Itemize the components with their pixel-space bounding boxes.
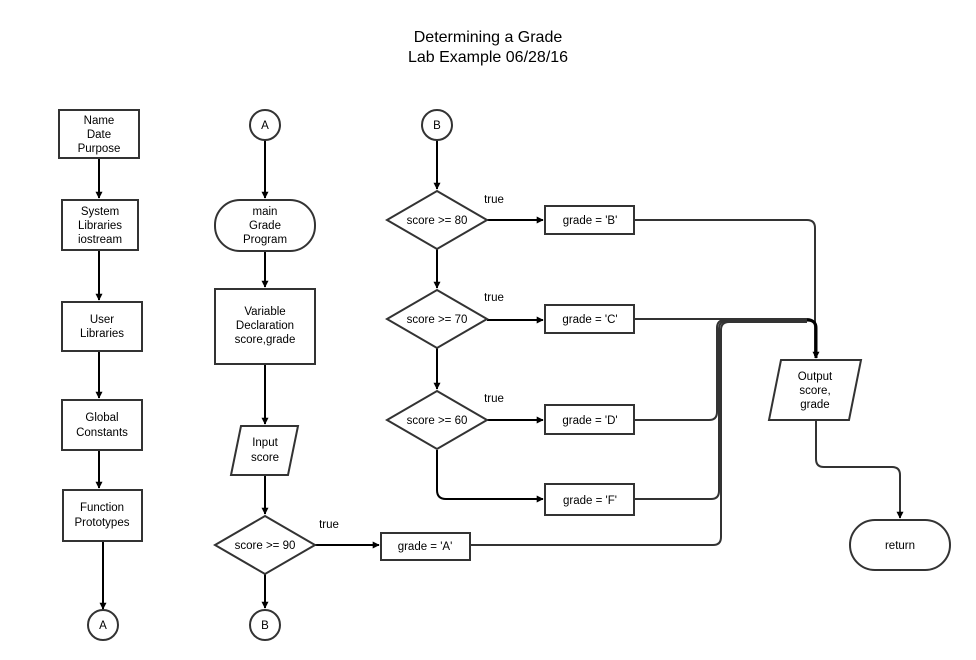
decision-score-90: score >= 90	[213, 514, 317, 576]
edge-grade-f-to-output	[634, 320, 807, 500]
node-name-date-purpose-line-1: Name	[84, 115, 115, 127]
node-system-libraries-line-2: Libraries	[78, 220, 122, 232]
node-system-libraries-line-1: System	[81, 206, 119, 218]
node-main-program-line-1: main	[253, 206, 278, 218]
node-variable-declaration-line-3: score,grade	[235, 334, 296, 346]
node-output-line-3: grade	[800, 399, 829, 411]
node-variable-declaration: Variable Declaration score,grade	[214, 288, 316, 365]
connector-a-top-label: A	[261, 120, 269, 132]
node-grade-c-label: grade = 'C'	[562, 314, 617, 326]
node-name-date-purpose-line-2: Date	[87, 129, 111, 141]
node-main-program-line-2: Grade	[249, 220, 281, 232]
edge-merge-to-output	[806, 318, 820, 359]
node-function-prototypes: Function Prototypes	[62, 489, 143, 542]
node-system-libraries-line-3: iostream	[78, 234, 122, 246]
node-user-libraries: User Libraries	[61, 301, 143, 352]
node-user-libraries-line-1: User	[90, 314, 114, 326]
node-grade-f: grade = 'F'	[544, 483, 635, 516]
true-label-80: true	[484, 194, 504, 206]
node-grade-a-label: grade = 'A'	[398, 541, 453, 553]
decision-score-90-label: score >= 90	[235, 540, 296, 552]
edge-grade-b-to-output	[634, 219, 816, 356]
edge-grade-c-to-output	[634, 318, 816, 356]
decision-score-60: score >= 60	[385, 389, 489, 451]
decision-score-80-label: score >= 80	[407, 215, 468, 227]
node-name-date-purpose: Name Date Purpose	[58, 109, 140, 159]
node-grade-b: grade = 'B'	[544, 205, 635, 235]
node-grade-b-label: grade = 'B'	[563, 215, 618, 227]
node-grade-d-label: grade = 'D'	[562, 415, 617, 427]
node-input-score: Input score	[229, 425, 300, 476]
true-label-60: true	[484, 393, 504, 405]
diagram-title: Determining a Grade	[413, 29, 563, 46]
node-input-score-line-2: score	[251, 452, 279, 464]
node-output: Output score, grade	[767, 359, 863, 421]
node-global-constants-line-2: Constants	[76, 427, 128, 439]
node-return: return	[849, 519, 951, 571]
node-function-prototypes-line-1: Function	[80, 502, 124, 514]
decision-score-60-label: score >= 60	[407, 415, 468, 427]
connector-b-bottom: B	[249, 609, 281, 641]
node-name-date-purpose-line-3: Purpose	[78, 143, 121, 155]
node-return-label: return	[885, 540, 915, 552]
connector-a-bottom-label: A	[99, 620, 107, 632]
node-grade-d: grade = 'D'	[544, 404, 635, 435]
decision-score-70-label: score >= 70	[407, 314, 468, 326]
edge-decision-60-to-grade-f	[436, 450, 544, 503]
node-function-prototypes-line-2: Prototypes	[75, 517, 130, 529]
true-label-90: true	[319, 519, 339, 531]
node-output-line-1: Output	[798, 371, 833, 383]
node-main-program-line-3: Program	[243, 234, 287, 246]
edges	[95, 140, 904, 610]
node-input-score-line-1: Input	[252, 437, 278, 449]
connector-b-bottom-label: B	[261, 620, 269, 632]
node-system-libraries: System Libraries iostream	[61, 199, 139, 251]
decision-score-80: score >= 80	[385, 189, 489, 251]
node-global-constants-line-1: Global	[85, 412, 118, 424]
node-grade-f-label: grade = 'F'	[563, 495, 617, 507]
diagram-subtitle: Lab Example 06/28/16	[407, 49, 569, 66]
node-global-constants: Global Constants	[61, 399, 143, 451]
node-main-program: main Grade Program	[214, 199, 316, 252]
edge-output-to-return	[815, 420, 904, 519]
connector-b-top: B	[421, 109, 453, 141]
edge-grade-a-to-output	[470, 321, 807, 546]
node-user-libraries-line-2: Libraries	[80, 328, 124, 340]
connector-a-bottom: A	[87, 609, 119, 641]
node-variable-declaration-line-2: Declaration	[236, 320, 294, 332]
true-label-70: true	[484, 292, 504, 304]
node-grade-c: grade = 'C'	[544, 304, 635, 334]
node-variable-declaration-line-1: Variable	[244, 306, 285, 318]
edge-labels: true true true true	[319, 194, 504, 531]
connector-a-top: A	[249, 109, 281, 141]
connector-b-top-label: B	[433, 120, 441, 132]
decision-score-70: score >= 70	[385, 288, 489, 350]
edge-grade-d-to-output	[634, 319, 807, 421]
node-output-line-2: score,	[799, 385, 830, 397]
node-grade-a: grade = 'A'	[380, 532, 471, 561]
